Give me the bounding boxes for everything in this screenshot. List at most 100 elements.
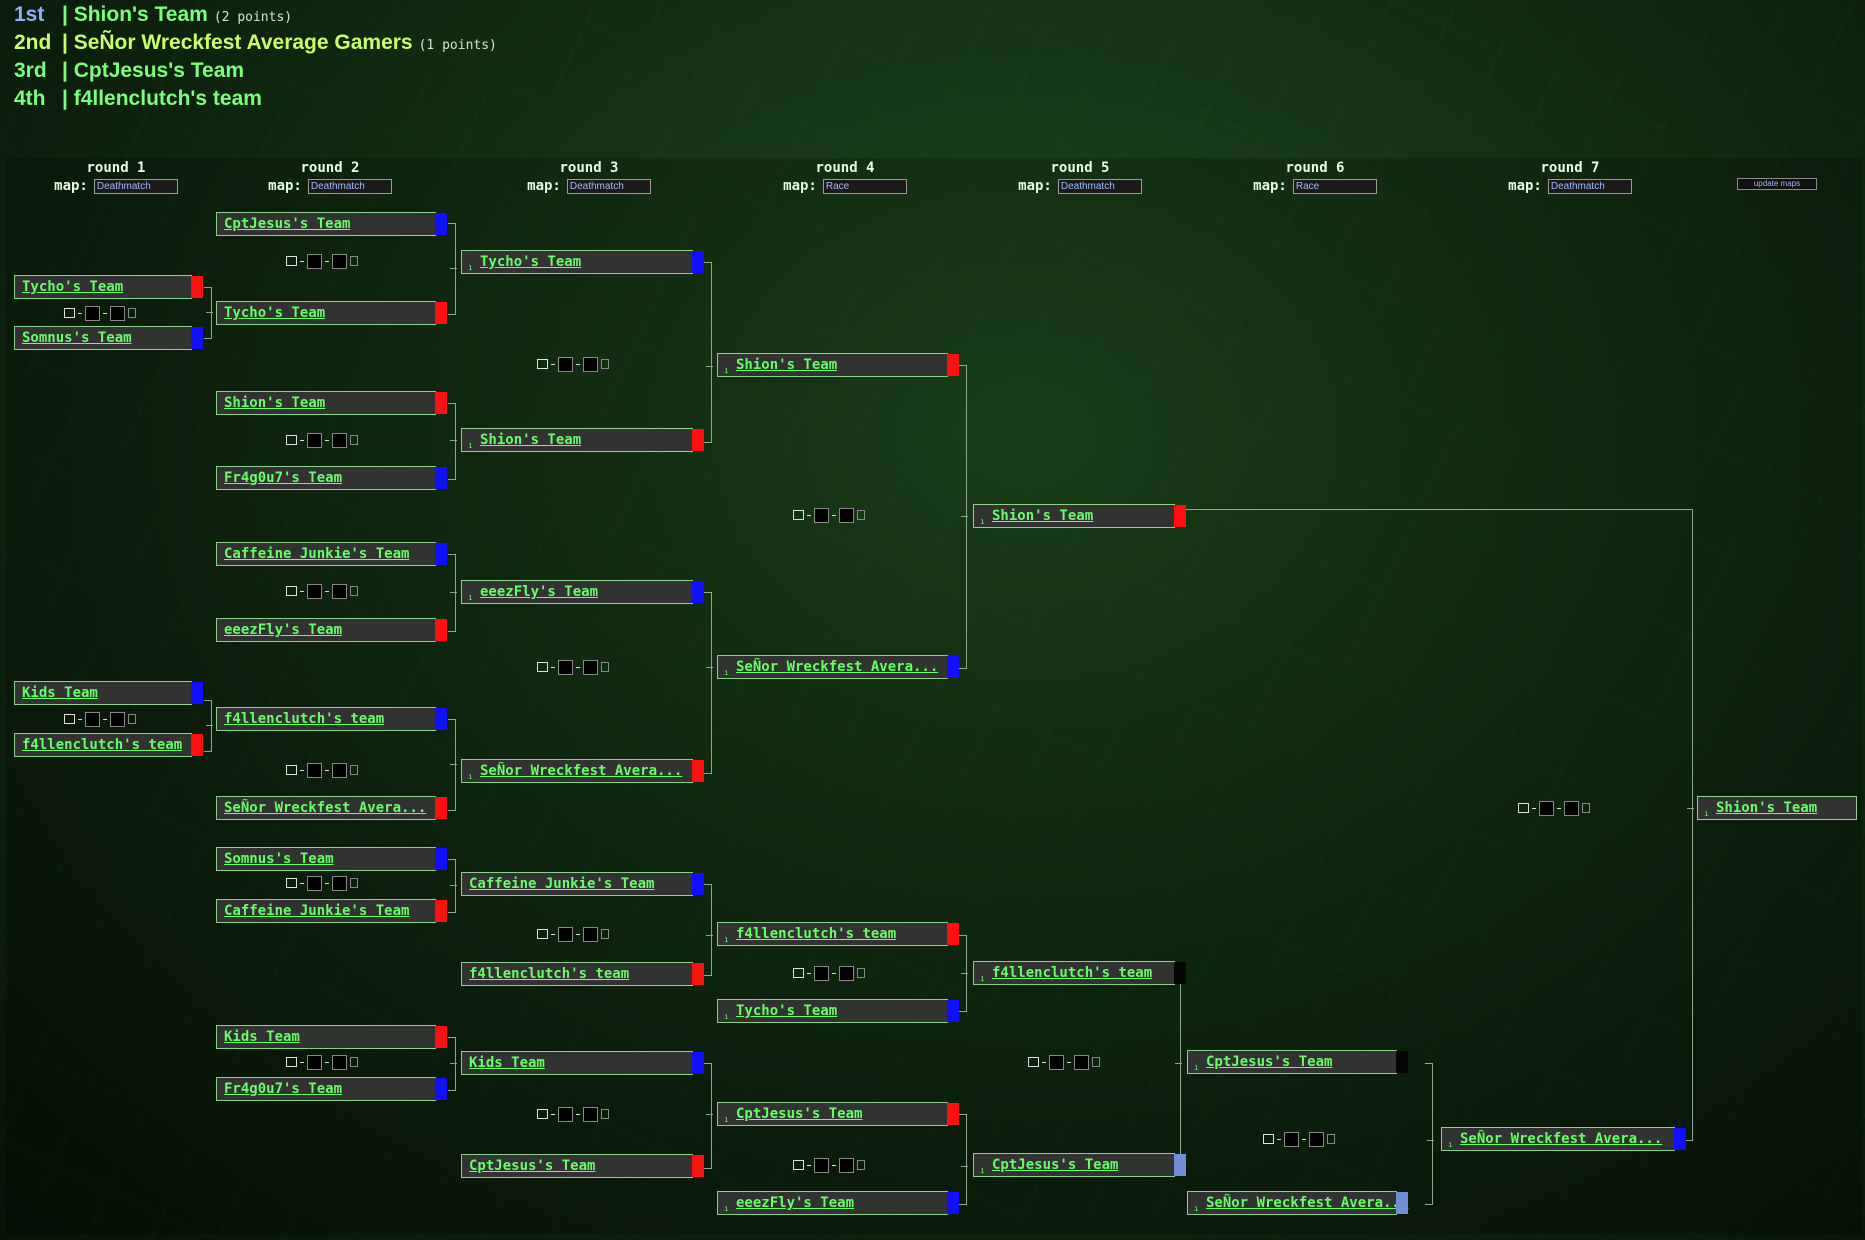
score-checkbox[interactable] bbox=[128, 714, 136, 724]
team-slot[interactable]: Caffeine Junkie's Team bbox=[461, 872, 704, 896]
score-input[interactable] bbox=[839, 965, 854, 981]
team-name-link[interactable]: f4llenclutch's team bbox=[22, 737, 183, 753]
team-name-link[interactable]: Caffeine Junkie's Team bbox=[224, 903, 410, 919]
score-input[interactable] bbox=[110, 305, 125, 321]
team-name-link[interactable]: eeezFly's Team bbox=[224, 622, 343, 638]
team-name-link[interactable]: CptJesus's Team bbox=[736, 1106, 863, 1122]
map-input-round-5[interactable] bbox=[1057, 178, 1142, 194]
calendar-icon[interactable] bbox=[537, 929, 548, 939]
team-slot[interactable]: f4llenclutch's team bbox=[216, 707, 447, 731]
score-input[interactable] bbox=[583, 659, 598, 675]
score-input[interactable] bbox=[307, 432, 322, 448]
update-maps-button[interactable]: update maps bbox=[1737, 178, 1817, 190]
score-checkbox[interactable] bbox=[857, 968, 865, 978]
map-input-round-4[interactable] bbox=[822, 178, 907, 194]
team-slot[interactable]: Fr4g0u7's Team bbox=[216, 1077, 447, 1101]
score-checkbox[interactable] bbox=[601, 359, 609, 369]
team-name-link[interactable]: SeÑor Wreckfest Avera... bbox=[224, 800, 427, 816]
score-input[interactable] bbox=[1564, 800, 1579, 816]
team-slot[interactable]: CptJesus's Team bbox=[216, 212, 447, 236]
map-input-round-6[interactable] bbox=[1292, 178, 1377, 194]
score-input[interactable] bbox=[332, 875, 347, 891]
score-input[interactable] bbox=[1284, 1131, 1299, 1147]
team-name-link[interactable]: eeezFly's Team bbox=[736, 1195, 855, 1211]
score-input[interactable] bbox=[307, 762, 322, 778]
team-slot[interactable]: Somnus's Team bbox=[14, 326, 203, 350]
team-slot[interactable]: f4llenclutch's team bbox=[461, 962, 704, 986]
calendar-icon[interactable] bbox=[1518, 803, 1529, 813]
score-input[interactable] bbox=[583, 356, 598, 372]
score-input[interactable] bbox=[307, 875, 322, 891]
calendar-icon[interactable] bbox=[793, 968, 804, 978]
team-name-link[interactable]: Somnus's Team bbox=[224, 851, 334, 867]
calendar-icon[interactable] bbox=[64, 308, 75, 318]
team-slot[interactable]: f4llenclutch's team bbox=[14, 733, 203, 757]
score-input[interactable] bbox=[307, 583, 322, 599]
team-slot[interactable]: Fr4g0u7's Team bbox=[216, 466, 447, 490]
score-input[interactable] bbox=[558, 356, 573, 372]
team-name-link[interactable]: CptJesus's Team bbox=[224, 216, 351, 232]
team-name-link[interactable]: SeÑor Wreckfest Avera... bbox=[480, 763, 683, 779]
score-input[interactable] bbox=[332, 762, 347, 778]
calendar-icon[interactable] bbox=[286, 765, 297, 775]
map-input-round-1[interactable] bbox=[93, 178, 178, 194]
score-input[interactable] bbox=[110, 711, 125, 727]
team-slot[interactable]: eeezFly's Team bbox=[216, 618, 447, 642]
team-slot[interactable]: Kids Team bbox=[14, 681, 203, 705]
team-name-link[interactable]: f4llenclutch's team bbox=[224, 711, 385, 727]
score-checkbox[interactable] bbox=[601, 1109, 609, 1119]
score-input[interactable] bbox=[307, 253, 322, 269]
calendar-icon[interactable] bbox=[1263, 1134, 1274, 1144]
team-name-link[interactable]: CptJesus's Team bbox=[469, 1158, 596, 1174]
team-name-link[interactable]: CptJesus's Team bbox=[992, 1157, 1119, 1173]
score-checkbox[interactable] bbox=[350, 765, 358, 775]
map-input-round-7[interactable] bbox=[1547, 178, 1632, 194]
score-input[interactable] bbox=[558, 659, 573, 675]
team-name-link[interactable]: Somnus's Team bbox=[22, 330, 132, 346]
score-checkbox[interactable] bbox=[350, 1057, 358, 1067]
team-name-link[interactable]: Shion's Team bbox=[1716, 800, 1818, 816]
score-checkbox[interactable] bbox=[350, 878, 358, 888]
team-slot[interactable]: Somnus's Team bbox=[216, 847, 447, 871]
team-name-link[interactable]: SeÑor Wreckfest Avera... bbox=[736, 659, 939, 675]
team-name-link[interactable]: Tycho's Team bbox=[22, 279, 124, 295]
team-name-link[interactable]: Tycho's Team bbox=[224, 305, 326, 321]
score-input[interactable] bbox=[1309, 1131, 1324, 1147]
score-input[interactable] bbox=[332, 432, 347, 448]
team-name-link[interactable]: SeÑor Wreckfest Avera... bbox=[1460, 1131, 1663, 1147]
score-checkbox[interactable] bbox=[128, 308, 136, 318]
team-name-link[interactable]: Caffeine Junkie's Team bbox=[469, 876, 655, 892]
score-input[interactable] bbox=[839, 507, 854, 523]
team-name-link[interactable]: Caffeine Junkie's Team bbox=[224, 546, 410, 562]
score-checkbox[interactable] bbox=[601, 929, 609, 939]
calendar-icon[interactable] bbox=[793, 1160, 804, 1170]
calendar-icon[interactable] bbox=[286, 878, 297, 888]
score-input[interactable] bbox=[583, 926, 598, 942]
score-input[interactable] bbox=[1539, 800, 1554, 816]
score-input[interactable] bbox=[839, 1157, 854, 1173]
calendar-icon[interactable] bbox=[64, 714, 75, 724]
score-input[interactable] bbox=[814, 507, 829, 523]
team-name-link[interactable]: f4llenclutch's team bbox=[992, 965, 1153, 981]
calendar-icon[interactable] bbox=[537, 1109, 548, 1119]
team-slot[interactable]: Caffeine Junkie's Team bbox=[216, 542, 447, 566]
calendar-icon[interactable] bbox=[286, 256, 297, 266]
team-slot[interactable]: Tycho's Team bbox=[216, 301, 447, 325]
score-checkbox[interactable] bbox=[1327, 1134, 1335, 1144]
score-input[interactable] bbox=[85, 305, 100, 321]
score-checkbox[interactable] bbox=[350, 256, 358, 266]
team-name-link[interactable]: Tycho's Team bbox=[480, 254, 582, 270]
score-input[interactable] bbox=[1049, 1054, 1064, 1070]
team-slot[interactable]: CptJesus's Team bbox=[461, 1154, 704, 1178]
score-input[interactable] bbox=[583, 1106, 598, 1122]
